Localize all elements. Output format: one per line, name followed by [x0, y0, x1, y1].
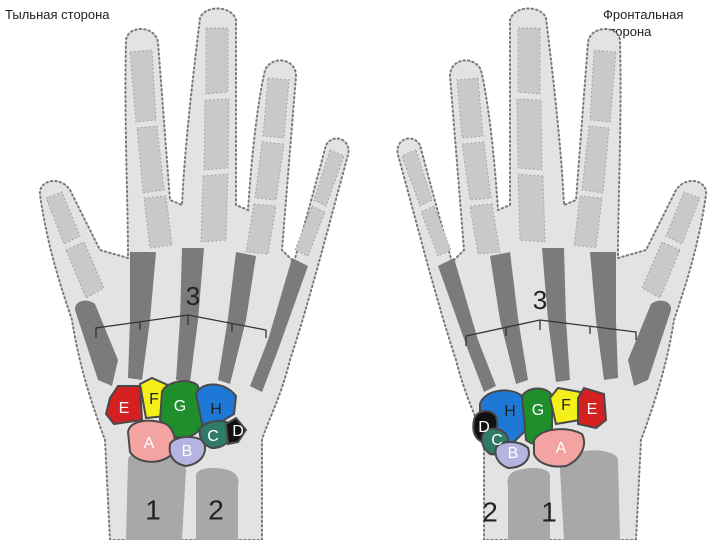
- caption-dorsal-side: Тыльная сторона: [5, 7, 110, 22]
- carpal-label-d: D: [232, 423, 244, 440]
- carpal-bone-e-palmar: [577, 386, 608, 430]
- carpal-label-c: C: [207, 428, 219, 445]
- palmar-hand: 3 H G F E D C B A 2 1: [396, 7, 708, 540]
- metacarpal-label-3: 3: [186, 281, 200, 311]
- carpal-label-e: E: [119, 400, 130, 417]
- carpal-label-d-palmar: D: [478, 419, 490, 436]
- dorsal-hand: 3 E F G H A B C D 1 2: [38, 7, 350, 540]
- forearm-label-ulna: 2: [208, 494, 224, 525]
- carpal-label-g: G: [174, 398, 186, 415]
- carpal-label-a-palmar: A: [556, 440, 567, 457]
- carpal-label-b-palmar: B: [508, 445, 519, 462]
- metacarpal-bracket: [95, 314, 267, 338]
- forearm-label-ulna-palmar: 2: [482, 496, 498, 527]
- carpal-label-c-palmar: C: [491, 432, 503, 449]
- carpal-bone-d: [224, 416, 248, 446]
- carpal-label-h: H: [210, 401, 222, 418]
- carpal-label-a: A: [144, 435, 155, 452]
- carpal-bone-e: [104, 385, 144, 426]
- carpal-bone-b: [168, 436, 206, 468]
- forearm-label-radius-palmar: 1: [541, 496, 557, 527]
- carpal-bone-b-palmar: [494, 441, 530, 470]
- metacarpal-label-3-palmar: 3: [533, 285, 547, 315]
- carpal-label-g-palmar: G: [532, 402, 544, 419]
- carpal-label-f-palmar: F: [561, 397, 571, 414]
- carpal-label-b: B: [182, 443, 193, 460]
- carpal-label-f: F: [149, 391, 159, 408]
- carpal-label-e-palmar: E: [587, 401, 598, 418]
- forearm-label-radius: 1: [145, 494, 161, 525]
- carpal-bone-a-palmar: [533, 428, 585, 468]
- carpal-label-h-palmar: H: [504, 403, 516, 420]
- metacarpal-bracket-palmar: [465, 319, 637, 346]
